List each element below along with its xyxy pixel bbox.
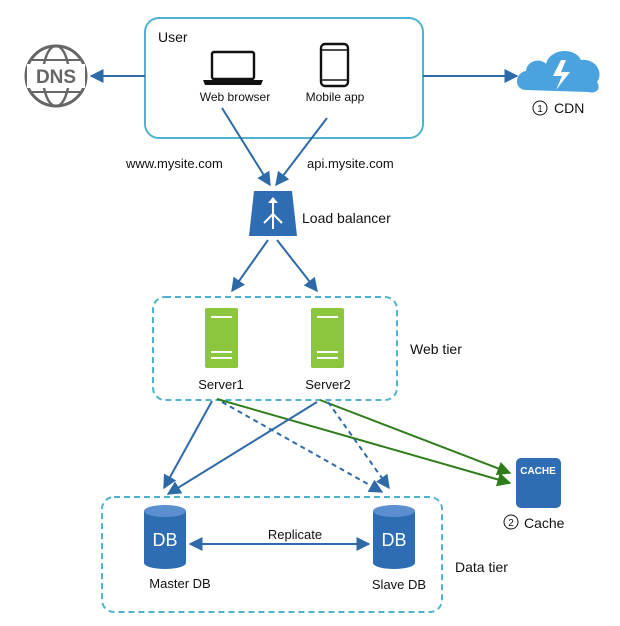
arrow-server1-to-slave	[221, 401, 384, 493]
slave-db-icon: DB	[373, 505, 415, 569]
user-title: User	[158, 29, 188, 45]
svg-text:DB: DB	[152, 530, 177, 550]
slave-db-label: Slave DB	[372, 577, 426, 592]
mobile-app-label: Mobile app	[306, 90, 365, 104]
data-tier-label: Data tier	[455, 559, 508, 575]
cache-icon: CACHE	[516, 458, 561, 508]
web-tier-label: Web tier	[410, 341, 462, 357]
cache-number-badge: 2	[503, 514, 519, 530]
web-tier-box	[152, 296, 398, 401]
server2-label: Server2	[305, 377, 351, 392]
arrow-app-to-lb	[275, 117, 328, 187]
laptop-icon	[203, 50, 263, 85]
svg-text:2: 2	[508, 518, 514, 529]
svg-text:CACHE: CACHE	[520, 466, 556, 477]
arrow-lb-to-server1	[231, 239, 269, 293]
arrow-server1-to-cache	[216, 398, 512, 487]
master-db-label: Master DB	[149, 576, 210, 591]
cdn-cloud-icon	[517, 51, 600, 93]
load-balancer-icon	[249, 191, 297, 236]
arrow-lb-to-server2	[276, 239, 318, 293]
cache-label: Cache	[524, 515, 565, 531]
replicate-label: Replicate	[268, 527, 322, 542]
svg-text:1: 1	[537, 104, 543, 115]
arrow-browser-to-lb	[221, 107, 271, 187]
dns-globe-icon: DNS	[24, 44, 88, 108]
dns-label: DNS	[36, 67, 76, 88]
cdn-number-badge: 1	[532, 100, 548, 116]
svg-text:DB: DB	[381, 530, 406, 550]
web-domain-label: www.mysite.com	[125, 156, 223, 171]
arrow-server1-to-master	[163, 400, 213, 490]
data-tier-box	[101, 496, 443, 613]
user-box: User Web browser Mobile app	[144, 17, 424, 139]
web-browser-label: Web browser	[200, 90, 270, 104]
mobile-phone-icon	[319, 42, 350, 88]
server1-icon	[205, 308, 238, 368]
master-db-icon: DB	[144, 505, 186, 569]
arrow-server2-to-cache	[319, 399, 512, 476]
server2-icon	[311, 308, 344, 368]
arrow-server2-to-master	[166, 401, 318, 495]
load-balancer-label: Load balancer	[302, 210, 391, 226]
server1-label: Server1	[198, 377, 244, 392]
cdn-label: CDN	[554, 100, 584, 116]
api-domain-label: api.mysite.com	[307, 156, 394, 171]
